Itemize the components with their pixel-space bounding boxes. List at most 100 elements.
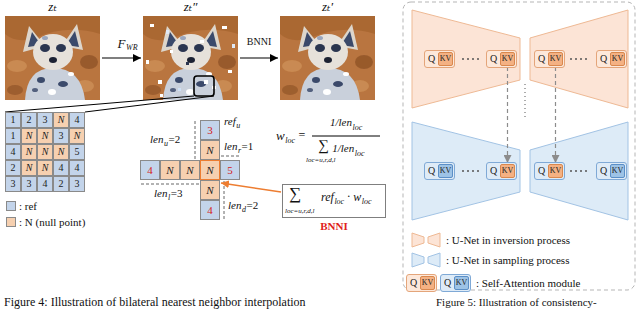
math-label: r bbox=[238, 147, 241, 155]
grid-cell: 2 bbox=[5, 160, 21, 176]
formula-term: BNNI bbox=[283, 221, 385, 232]
connector-arrow bbox=[221, 183, 281, 192]
legend-text: : U-Net in sampling process bbox=[446, 255, 569, 266]
grid-cell: 4 bbox=[140, 160, 160, 180]
grid-cell: N bbox=[53, 144, 69, 160]
cell-value: N bbox=[206, 185, 213, 196]
legend-entry: : Self-Attention module bbox=[476, 276, 580, 290]
cell-value: 3 bbox=[59, 131, 64, 141]
query-label: Q bbox=[538, 54, 545, 64]
math-label: 1/len bbox=[330, 117, 352, 128]
latent-image-frame: zₜ″ bbox=[143, 16, 238, 100]
cell-value: 3 bbox=[207, 125, 213, 136]
cell-value: N bbox=[42, 163, 49, 173]
grid-cell: 3 bbox=[21, 176, 37, 192]
attention-module: QKV bbox=[440, 274, 471, 292]
attention-module: QKV bbox=[406, 274, 437, 292]
query-label: Q bbox=[490, 54, 497, 64]
math-label: =3 bbox=[171, 188, 183, 199]
query-label: Q bbox=[490, 166, 497, 176]
kv-label: KV bbox=[422, 279, 434, 287]
query-label: Q bbox=[600, 166, 607, 176]
cell-value: N bbox=[58, 115, 65, 125]
formula-term: ∑ bbox=[289, 185, 301, 202]
math-label: ∑ bbox=[318, 138, 329, 153]
grid-cell: N bbox=[21, 128, 37, 144]
kv-box: KV bbox=[548, 164, 563, 178]
kv-box: KV bbox=[610, 164, 625, 178]
legend-text: : U-Net in inversion process bbox=[446, 235, 570, 246]
grid-cell: 3 bbox=[69, 176, 85, 192]
formula-box: ∑loc=u,r,d,lrefloc·wlocBNNI bbox=[282, 184, 386, 218]
attention-module: QKV bbox=[534, 162, 565, 180]
unet-inversion bbox=[412, 10, 628, 108]
image-heading: zₜ bbox=[0, 0, 112, 13]
math-label: loc bbox=[355, 150, 365, 158]
figure-caption: Figure 5: Illustration of consistency- bbox=[436, 297, 597, 308]
grid-cell: N bbox=[160, 160, 180, 180]
kv-label: KV bbox=[612, 167, 624, 175]
cell-value: N bbox=[74, 131, 81, 141]
grid-cell: 4 bbox=[5, 144, 21, 160]
cell-value: 3 bbox=[43, 115, 48, 125]
formula-term: · bbox=[347, 190, 351, 202]
grid-cell: N bbox=[69, 128, 85, 144]
math-label: len bbox=[154, 188, 167, 199]
query-label: Q bbox=[428, 166, 435, 176]
image-heading: zₜ′ bbox=[268, 0, 387, 13]
cell-value: N bbox=[186, 165, 193, 176]
cell-value: N bbox=[206, 165, 213, 176]
kv-box: KV bbox=[454, 276, 469, 290]
grid-cell: 3 bbox=[5, 176, 21, 192]
kv-box: KV bbox=[500, 52, 515, 66]
fraction-bar bbox=[312, 136, 380, 137]
math-label: loc bbox=[285, 137, 295, 145]
cell-value: 5 bbox=[227, 165, 233, 176]
grid-cell: N bbox=[21, 160, 37, 176]
cell-value: 4 bbox=[59, 163, 64, 173]
query-label: Q bbox=[428, 54, 435, 64]
zoom-box bbox=[194, 76, 214, 96]
cell-value: 4 bbox=[43, 179, 48, 189]
math-label: ref bbox=[224, 116, 236, 127]
cell-value: N bbox=[26, 147, 33, 157]
math-label: loc bbox=[353, 124, 363, 132]
grid-cell: 3 bbox=[200, 120, 220, 140]
formula-term: w bbox=[353, 191, 361, 203]
grid-cell: N bbox=[200, 180, 220, 200]
legend-entry: : N (null point) bbox=[6, 215, 85, 229]
math-label: u bbox=[236, 122, 240, 130]
cell-value: N bbox=[206, 145, 213, 156]
math-label: =2 bbox=[246, 200, 258, 211]
math-label: =1 bbox=[242, 141, 254, 152]
grid-cell: N bbox=[37, 144, 53, 160]
ellipsis-dots bbox=[462, 58, 587, 172]
kv-box: KV bbox=[438, 164, 453, 178]
cell-value: 1 bbox=[11, 131, 16, 141]
edge-label: F bbox=[118, 37, 126, 50]
grid-cell: N bbox=[21, 144, 37, 160]
zoom-line bbox=[85, 96, 214, 112]
math-label: w bbox=[276, 129, 285, 142]
cell-value: 2 bbox=[27, 115, 32, 125]
latent-image bbox=[280, 16, 375, 100]
grid-cell: 5 bbox=[220, 160, 240, 180]
cell-value: 4 bbox=[75, 163, 80, 173]
edge-label: BNNI bbox=[247, 37, 271, 47]
grid-cell: 4 bbox=[53, 160, 69, 176]
connector-arrow bbox=[555, 67, 556, 163]
math-label: len bbox=[224, 141, 237, 152]
cell-value: 1 bbox=[11, 115, 16, 125]
kv-box: KV bbox=[420, 276, 435, 290]
cell-value: 3 bbox=[75, 179, 80, 189]
cell-value: N bbox=[42, 147, 49, 157]
attention-module: QKV bbox=[596, 50, 627, 68]
cell-value: N bbox=[58, 147, 65, 157]
grid-cell: 4 bbox=[69, 112, 85, 128]
attention-module: Q KV bbox=[486, 162, 517, 180]
math-label: =2 bbox=[168, 134, 180, 145]
connector-arrow bbox=[102, 57, 141, 58]
kv-label: KV bbox=[502, 167, 514, 175]
cell-value: 5 bbox=[75, 147, 80, 157]
attention-module: QKV bbox=[424, 162, 455, 180]
